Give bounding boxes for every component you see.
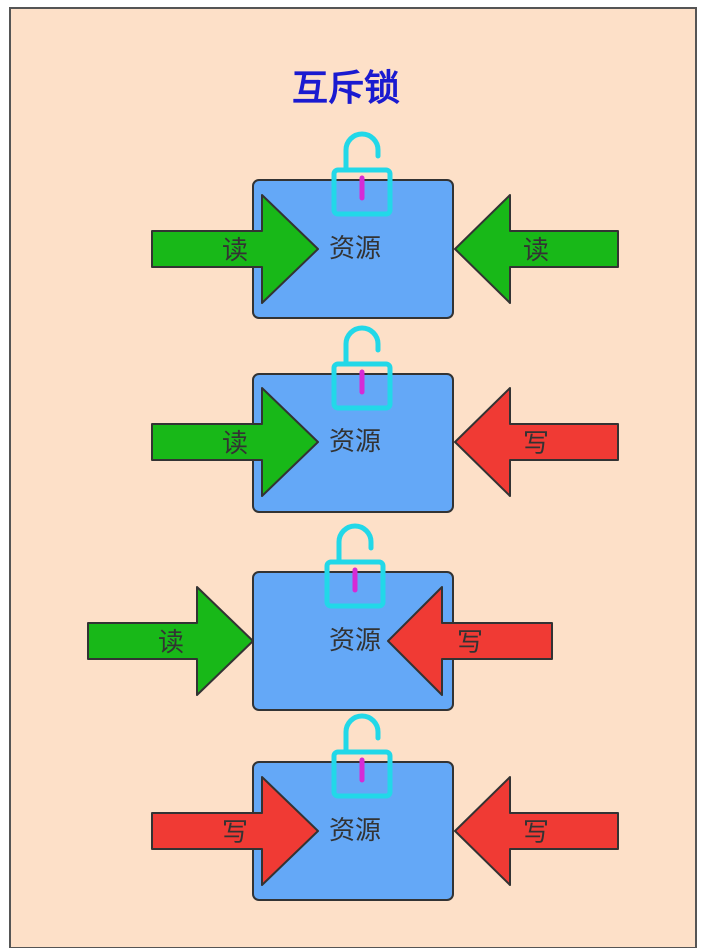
mutex-row: 资源 读 写 [151, 325, 619, 513]
diagram-title: 互斥锁 [292, 68, 400, 109]
mutex-row: 资源 写 写 [151, 713, 619, 901]
left-arrow-label: 读 [158, 628, 184, 658]
padlock-icon [331, 131, 393, 217]
resource-label: 资源 [329, 626, 381, 656]
left-arrow-label: 写 [222, 818, 248, 848]
left-arrow-read [151, 194, 319, 304]
right-arrow-label: 读 [523, 236, 549, 266]
right-arrow-write [454, 387, 619, 497]
padlock-icon [331, 713, 393, 799]
mutex-row: 资源 读 读 [151, 131, 619, 319]
left-arrow-read [151, 387, 319, 497]
right-arrow-label: 写 [457, 628, 483, 658]
resource-label: 资源 [329, 816, 381, 846]
resource-label: 资源 [329, 234, 381, 264]
left-arrow-label: 读 [222, 429, 248, 459]
right-arrow-label: 写 [523, 429, 549, 459]
right-arrow-write [454, 776, 619, 886]
mutex-row: 资源 读 写 [87, 523, 553, 711]
right-arrow-write [387, 586, 553, 696]
right-arrow-label: 写 [523, 818, 549, 848]
padlock-icon [331, 325, 393, 411]
padlock-icon [324, 523, 386, 609]
right-arrow-read [454, 194, 619, 304]
left-arrow-write [151, 776, 319, 886]
left-arrow-label: 读 [222, 236, 248, 266]
resource-label: 资源 [329, 427, 381, 457]
left-arrow-read [87, 586, 254, 696]
